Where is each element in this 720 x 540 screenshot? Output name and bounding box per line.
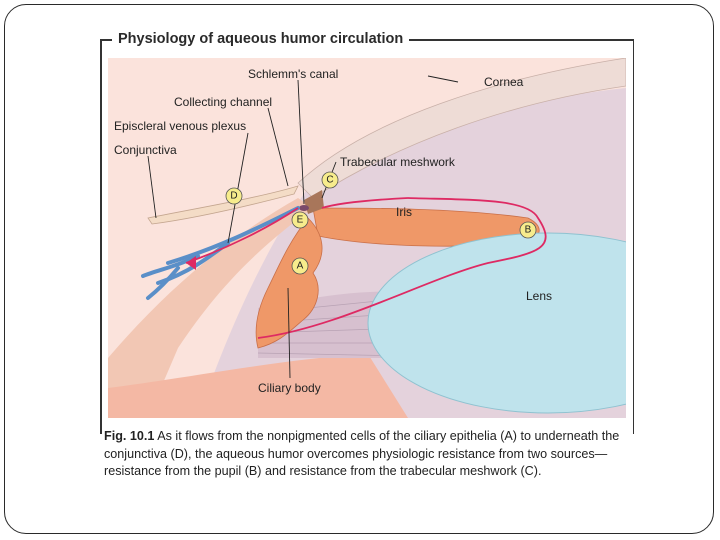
marker-d: D: [225, 187, 243, 205]
conjunctiva-label: Conjunctiva: [114, 143, 177, 157]
ciliary-body-shape: [255, 217, 323, 349]
figure-right-rule: [632, 39, 634, 434]
cornea-shape: [297, 58, 626, 199]
svg-text:A: A: [297, 261, 304, 272]
ciliary-body-label: Ciliary body: [258, 381, 321, 395]
lens-label: Lens: [526, 289, 552, 303]
trabecular-meshwork-label: Trabecular meshwork: [340, 155, 456, 169]
flow-arrows: [185, 197, 547, 339]
figure-caption: Fig. 10.1 As it flows from the nonpigmen…: [104, 428, 630, 481]
svg-text:B: B: [525, 225, 532, 236]
marker-b: B: [519, 221, 537, 239]
collecting-channel-label: Collecting channel: [174, 95, 272, 109]
marker-a: A: [291, 257, 309, 275]
lens-shape: [367, 232, 626, 414]
episcleral-plexus-label: Episcleral venous plexus: [114, 119, 246, 133]
flow-arrowhead: [186, 256, 196, 270]
choroid-shape: [108, 354, 408, 418]
conjunctiva-shape: [147, 185, 299, 225]
svg-text:C: C: [326, 175, 333, 186]
svg-text:D: D: [230, 191, 237, 202]
figure-panel: Physiology of aqueous humor circulation: [100, 30, 634, 508]
leader-lines: [147, 75, 459, 379]
sclera-shape: [108, 198, 313, 418]
eye-illustration: Schlemm's canal Cornea Collecting channe…: [108, 58, 626, 418]
cornea-label: Cornea: [484, 75, 524, 89]
caption-label: Fig. 10.1: [104, 429, 155, 443]
iris-label: Iris: [396, 205, 412, 219]
schlemms-canal-shape: [299, 205, 309, 211]
schlemms-canal-label: Schlemm's canal: [248, 67, 338, 81]
marker-c: C: [321, 171, 339, 189]
figure-left-rule: [100, 39, 102, 434]
caption-text: As it flows from the nonpigmented cells …: [104, 429, 620, 478]
figure-title: Physiology of aqueous humor circulation: [112, 30, 410, 48]
marker-e: E: [291, 211, 309, 229]
svg-text:E: E: [297, 215, 304, 226]
